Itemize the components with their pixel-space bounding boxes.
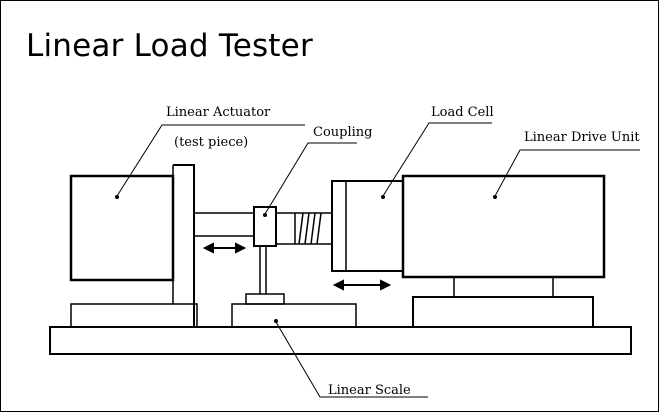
load-cell-rod [275, 212, 333, 245]
label-test-piece: (test piece) [174, 135, 248, 150]
linear-drive-unit-body [401, 174, 606, 279]
drive-stand [453, 276, 554, 298]
base-plate [49, 326, 632, 355]
leader-linear-scale [275, 321, 428, 398]
dot-linear-actuator [115, 195, 119, 199]
leader-linear-drive-unit [494, 149, 640, 197]
scale-slider [245, 293, 285, 305]
leader-coupling [264, 142, 357, 215]
load-cell-body [331, 180, 404, 272]
drive-base [412, 296, 594, 328]
dot-linear-drive-unit [493, 195, 497, 199]
linear-actuator-body [69, 174, 175, 282]
label-coupling: Coupling [313, 125, 372, 140]
linear-scale-body [231, 303, 357, 328]
page-title: Linear Load Tester [26, 28, 313, 64]
dot-load-cell [381, 195, 385, 199]
label-linear-scale: Linear Scale [328, 383, 411, 398]
label-linear-drive-unit: Linear Drive Unit [524, 130, 640, 145]
leader-load-cell [382, 122, 492, 197]
leader-linear-actuator [116, 124, 305, 197]
dot-linear-scale [274, 319, 278, 323]
label-load-cell: Load Cell [431, 105, 494, 120]
label-linear-actuator: Linear Actuator [166, 105, 271, 120]
coupling-block [253, 206, 277, 247]
actuator-foot [70, 303, 198, 328]
dot-coupling [263, 213, 267, 217]
actuator-bracket [173, 164, 195, 327]
